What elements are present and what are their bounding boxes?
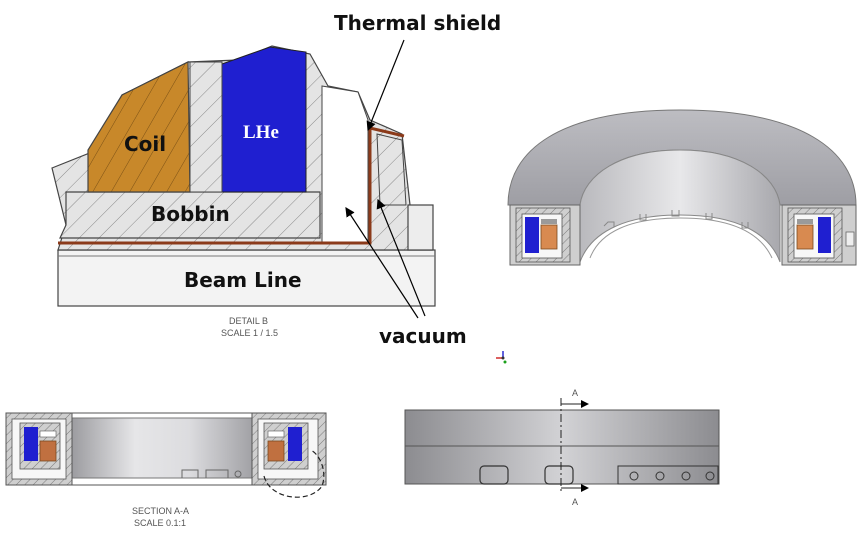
- beam-line-region: [57, 249, 436, 307]
- thermal-shield-label: Thermal shield: [334, 11, 501, 35]
- outer-vessel-wall: [376, 133, 407, 206]
- detail-title: DETAIL B: [229, 316, 268, 326]
- coil-label: Coil: [124, 132, 166, 156]
- lhe-label: LHe: [243, 122, 279, 143]
- bobbin-label: Bobbin: [151, 202, 230, 226]
- vacuum-label: vacuum: [379, 324, 467, 348]
- thermal-shield-line: [58, 126, 405, 245]
- detail-b-cross-section: [51, 45, 436, 307]
- vacuum-leader-2: [376, 198, 426, 317]
- section-a-a-view: [5, 412, 327, 498]
- section-scale: SCALE 0.1:1: [134, 518, 186, 528]
- axis-triad-icon: [496, 351, 507, 364]
- detail-scale: SCALE 1 / 1.5: [221, 328, 278, 338]
- end-plate: [407, 204, 434, 251]
- bobbin-wall: [189, 61, 223, 193]
- side-view: [404, 398, 720, 492]
- lhe-region: [221, 46, 307, 193]
- thermal-shield-leader: [366, 39, 405, 132]
- cut-marker-bottom: A: [572, 497, 578, 507]
- section-title: SECTION A-A: [132, 506, 189, 516]
- coil-region: [87, 61, 191, 193]
- vacuum-gap: [321, 85, 369, 245]
- vacuum-leader-1: [345, 206, 419, 319]
- cut-marker-top: A: [572, 388, 578, 398]
- ring-3d-view: [507, 109, 857, 266]
- beam-line-label: Beam Line: [184, 268, 302, 292]
